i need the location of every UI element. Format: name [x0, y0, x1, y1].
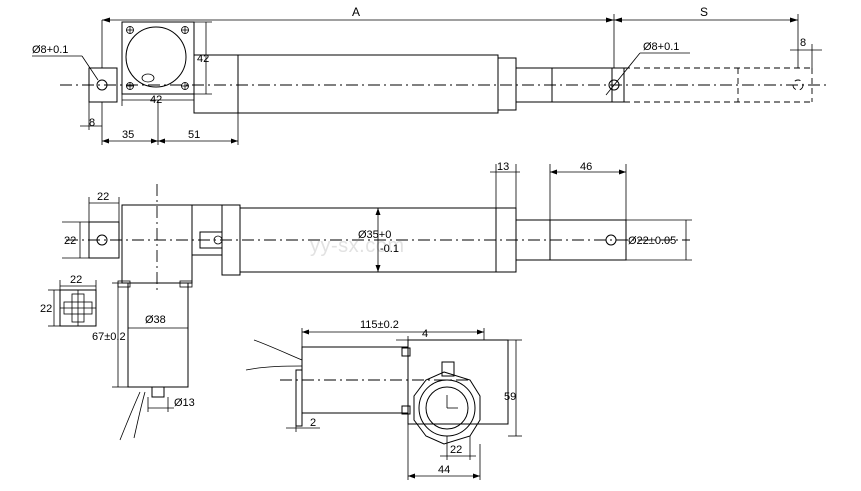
top-motor-circle: [125, 26, 187, 88]
top-left-hole: [96, 79, 108, 91]
top-right-hole-label: Ø8+0.1: [643, 41, 679, 53]
dim-51-label: 51: [188, 129, 200, 141]
end-dim-44: 44: [438, 464, 450, 476]
watermark-text: yy-sx.com: [310, 235, 405, 257]
end-octagon: [413, 371, 481, 445]
top-left-hole-label: Ø8+0.1: [32, 44, 68, 56]
end-dim-22: 22: [450, 444, 462, 456]
side-shaft-dia: Ø13: [174, 397, 195, 409]
top-motor-width: 42: [150, 94, 162, 106]
side-left-clevis: [88, 221, 120, 259]
top-motor-height: 42: [197, 53, 209, 65]
side-tube-dia-b: -0.1: [380, 243, 399, 255]
side-rod-dia: Ø22±0.05: [628, 235, 676, 247]
side-motor: [127, 282, 189, 388]
side-dim-22-top: 22: [97, 191, 109, 203]
side-dim-46: 46: [580, 161, 592, 173]
side-dim-13: 13: [497, 161, 509, 173]
top-tube-cap: [497, 57, 517, 111]
dim-A-label: A: [352, 5, 360, 19]
top-end-8-left: 8: [89, 117, 95, 129]
end-view: 115±0.2 4 2 59 22 44: [245, 319, 522, 480]
side-dim-22-left: 22: [64, 235, 76, 247]
side-view: 22 22 13 46 Ø35+0 -0.1 Ø22±0.05: [62, 161, 692, 441]
dim-35-label: 35: [122, 129, 134, 141]
end-dim-2: 2: [310, 417, 316, 429]
end-len: 115±0.2: [360, 319, 399, 331]
top-rod-hole: [608, 79, 620, 91]
side-motor-shaft: [151, 386, 165, 398]
flange-detail: 22 22: [40, 274, 97, 327]
top-end-8-right: 8: [800, 37, 806, 49]
end-plate: [295, 369, 303, 427]
side-motor-len: 67±0.2: [92, 331, 126, 343]
end-dim-59: 59: [504, 391, 516, 403]
top-rod-end: [611, 67, 625, 103]
top-view: A S Ø8+0.1 Ø8+0.1 8 42 42 8: [32, 5, 830, 145]
side-rod-hole: [605, 234, 617, 246]
dim-S-label: S: [700, 5, 708, 19]
end-ring-inner: [425, 386, 469, 430]
flange-h: 22: [40, 303, 52, 315]
top-outer-tube: [237, 54, 499, 114]
side-motor-dia: Ø38: [145, 314, 166, 326]
side-tube-dia-a: Ø35+0: [358, 229, 391, 241]
flange-w: 22: [70, 274, 82, 286]
end-housing: [407, 339, 509, 425]
top-left-clevis: [88, 67, 118, 103]
end-dim-4: 4: [422, 328, 428, 340]
side-rod: [549, 219, 627, 261]
